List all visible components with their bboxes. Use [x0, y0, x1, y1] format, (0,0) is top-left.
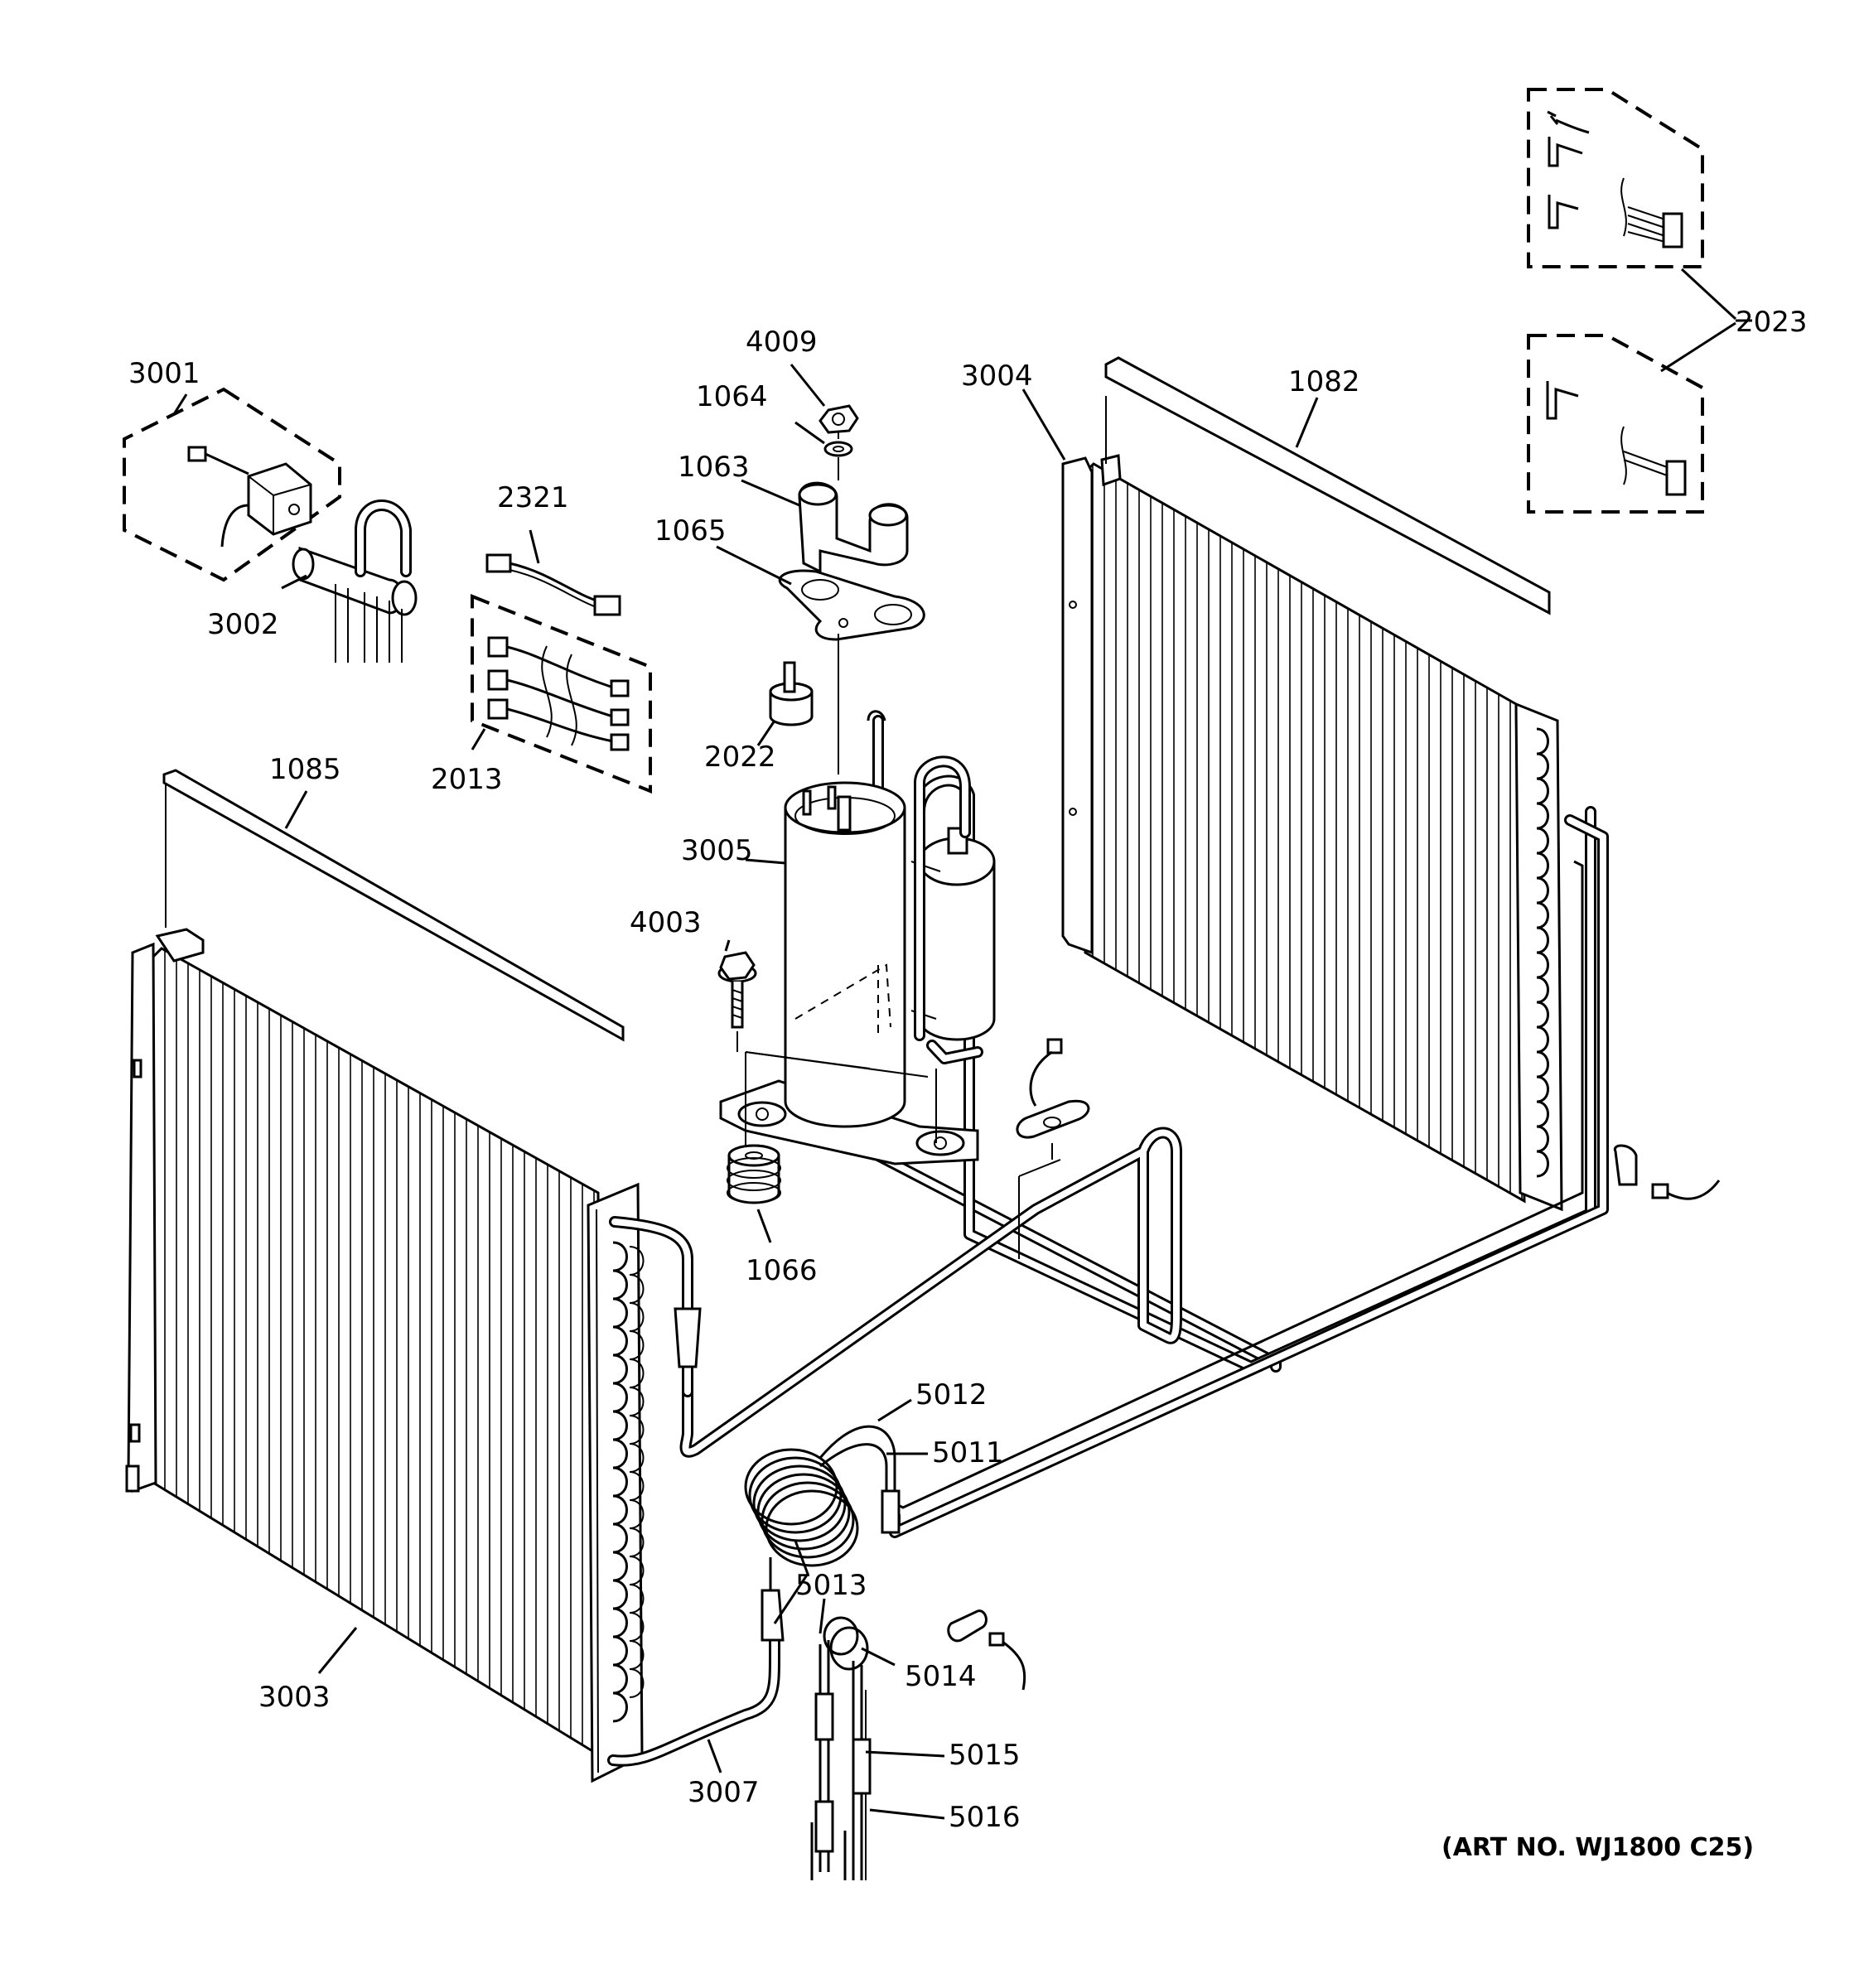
- label-3004: 3004: [961, 359, 1033, 393]
- label-1085: 1085: [269, 753, 341, 786]
- capillary-assembly: 5012 5011 5013 5014 5015 5016: [744, 1378, 1021, 1880]
- mounting-bolt: 4003: [630, 906, 757, 1052]
- terminal-wire-pieces: [1016, 1038, 1090, 1259]
- label-3002: 3002: [207, 608, 279, 641]
- label-4009: 4009: [746, 326, 818, 359]
- reversing-valve-coil-group: 3001 3002: [123, 357, 418, 663]
- reversing-valve: [292, 499, 418, 663]
- label-4003: 4003: [630, 906, 702, 939]
- label-5012: 5012: [915, 1378, 988, 1411]
- label-5013: 5013: [795, 1569, 867, 1602]
- sensor-clip-right: [1613, 1144, 1721, 1200]
- coil-screw: [187, 446, 249, 475]
- capillary-coil: [744, 1448, 859, 1567]
- label-5015: 5015: [949, 1739, 1021, 1772]
- label-3005: 3005: [681, 834, 753, 867]
- label-2023: 2023: [1736, 306, 1808, 339]
- label-2013: 2013: [431, 763, 503, 796]
- label-2022: 2022: [704, 741, 776, 774]
- label-3001: 3001: [128, 357, 200, 390]
- evaporator-coil-right: 3004 1082: [961, 356, 1563, 1212]
- harness-kit-group: 2023: [1527, 88, 1808, 514]
- harness-kit-2: [1546, 381, 1687, 496]
- wire-harness-group: 2321 2013: [431, 481, 652, 796]
- terminal-cover: [798, 481, 909, 574]
- harness-kit-1: [1547, 110, 1683, 248]
- label-1064: 1064: [696, 380, 768, 413]
- label-3007: 3007: [688, 1776, 760, 1809]
- overload-protector: 2022: [704, 661, 814, 774]
- condenser-coil-left: 1085 3003: [125, 753, 645, 1783]
- compressor: 3005: [681, 755, 996, 1165]
- label-3003: 3003: [258, 1681, 331, 1714]
- evaporator-return-bends: [1536, 727, 1549, 1178]
- label-1065: 1065: [654, 514, 727, 548]
- solenoid-coil: [220, 462, 312, 548]
- label-5011: 5011: [932, 1436, 1004, 1469]
- label-5014: 5014: [905, 1660, 977, 1693]
- label-1063: 1063: [678, 451, 750, 484]
- condenser-return-bends: [612, 1241, 645, 1723]
- label-2321: 2321: [497, 481, 569, 514]
- label-5016: 5016: [949, 1801, 1021, 1834]
- capacitor-leads: [487, 636, 630, 751]
- art-number: (ART NO. WJ1800 C25): [1441, 1833, 1754, 1862]
- capillary-tubes-lower: [810, 1616, 872, 1880]
- label-1066: 1066: [746, 1254, 818, 1287]
- rubber-grommet: 1066: [727, 1144, 818, 1287]
- terminal-gasket: [778, 569, 925, 641]
- sensor-clip-bottom: [947, 1609, 1026, 1691]
- label-1082: 1082: [1288, 365, 1360, 398]
- terminal-cover-hardware: 4009 1064 1063 1065: [654, 326, 925, 774]
